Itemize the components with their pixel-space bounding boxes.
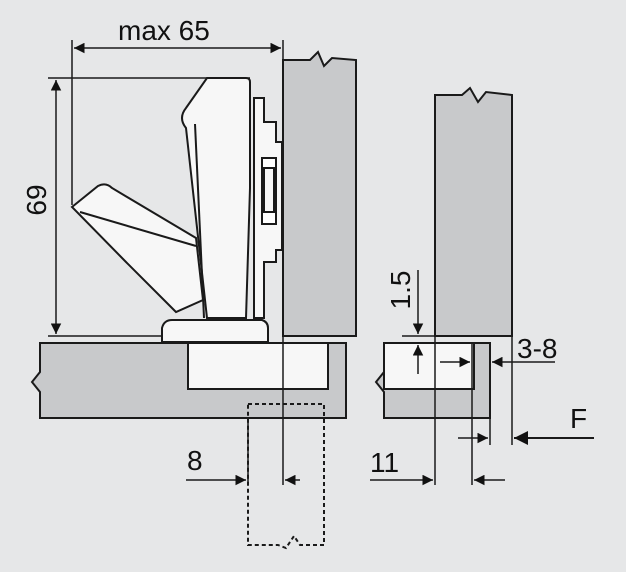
dimension-lines-right <box>370 270 594 486</box>
dimension-lines-left <box>48 40 300 486</box>
height-label: 69 <box>21 184 52 215</box>
door-panel-left <box>30 342 347 419</box>
thickness-label: 3-8 <box>517 333 557 364</box>
drill-offset-label: 8 <box>187 445 203 476</box>
door-gap-label: 1.5 <box>385 271 416 310</box>
drill-hole-outline <box>247 403 325 550</box>
hinge-cup <box>187 342 329 390</box>
overlay-label: 11 <box>370 447 399 478</box>
force-label: F <box>570 403 587 434</box>
side-panel-right <box>434 86 513 337</box>
side-panel-left <box>282 50 357 337</box>
door-panel-right <box>374 342 491 419</box>
max-width-label: max 65 <box>118 15 210 46</box>
hinge-body <box>70 77 283 343</box>
